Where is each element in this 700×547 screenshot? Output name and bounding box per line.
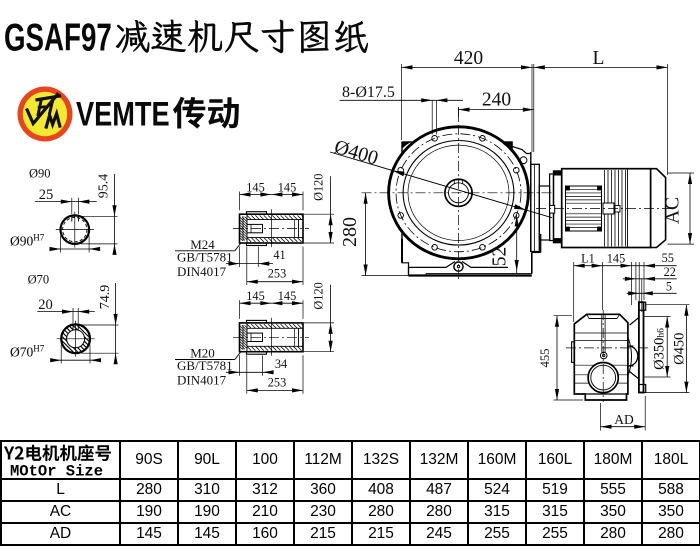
svg-text:VEMTE: VEMTE xyxy=(76,95,170,134)
svg-text:8-Ø17.5: 8-Ø17.5 xyxy=(342,84,395,101)
svg-text:145: 145 xyxy=(278,180,296,194)
svg-text:Ø120: Ø120 xyxy=(312,174,326,201)
svg-text:280: 280 xyxy=(339,217,361,247)
svg-text:GB/T5781: GB/T5781 xyxy=(177,250,233,265)
svg-text:145: 145 xyxy=(246,180,264,194)
svg-text:95.4: 95.4 xyxy=(96,174,111,199)
svg-text:145: 145 xyxy=(607,252,625,266)
svg-text:20: 20 xyxy=(38,297,53,313)
svg-text:AD: AD xyxy=(614,412,634,427)
svg-text:DIN4017: DIN4017 xyxy=(177,373,227,388)
svg-text:Ø120: Ø120 xyxy=(312,282,326,309)
svg-text:420: 420 xyxy=(454,48,483,69)
svg-text:145: 145 xyxy=(278,289,296,303)
svg-text:GB/T5781: GB/T5781 xyxy=(177,358,233,373)
svg-text:L1: L1 xyxy=(581,252,595,266)
svg-text:L: L xyxy=(593,48,605,69)
svg-text:AC: AC xyxy=(663,197,684,224)
svg-text:DIN4017: DIN4017 xyxy=(177,264,227,279)
svg-text:5: 5 xyxy=(666,280,672,294)
svg-text:22: 22 xyxy=(664,265,676,279)
svg-text:Ø90H7: Ø90H7 xyxy=(10,233,45,249)
svg-text:52: 52 xyxy=(490,247,511,267)
svg-text:455: 455 xyxy=(538,348,552,367)
svg-text:253: 253 xyxy=(268,267,286,281)
svg-text:34: 34 xyxy=(275,357,287,371)
svg-text:Ø450: Ø450 xyxy=(671,333,687,365)
svg-text:Ø350h6: Ø350h6 xyxy=(652,328,668,370)
svg-text:41: 41 xyxy=(273,248,285,262)
svg-text:Ø90: Ø90 xyxy=(29,166,51,180)
svg-text:55: 55 xyxy=(662,251,674,265)
svg-text:25: 25 xyxy=(39,187,54,203)
svg-text:145: 145 xyxy=(246,289,264,303)
svg-text:240: 240 xyxy=(482,90,511,111)
svg-text:Ø70H7: Ø70H7 xyxy=(10,344,45,360)
svg-text:74.9: 74.9 xyxy=(98,285,113,310)
svg-text:GSAF97: GSAF97 xyxy=(4,17,112,59)
svg-text:M24: M24 xyxy=(190,237,215,252)
svg-text:Ø70: Ø70 xyxy=(28,273,50,287)
svg-text:M20: M20 xyxy=(190,346,215,361)
svg-text:253: 253 xyxy=(268,375,286,389)
svg-text:Ø400: Ø400 xyxy=(332,136,381,170)
